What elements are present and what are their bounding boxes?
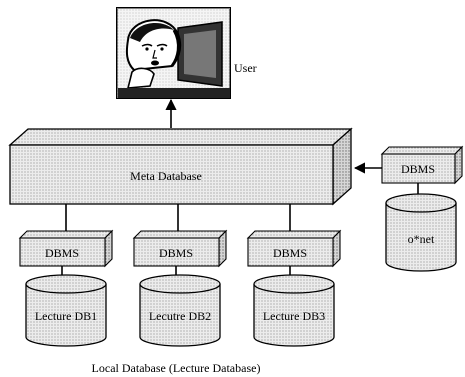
dbms-1-label: DBMS (45, 246, 79, 260)
dbms-2-label: DBMS (159, 246, 193, 260)
user-portrait-icon (116, 7, 231, 99)
meta-database-label: Meta Database (130, 169, 202, 183)
dbms-box-1: DBMS (18, 229, 114, 268)
lecture-db3-cylinder: Lecture DB3 (253, 274, 335, 347)
meta-database-node: Meta Database (8, 127, 353, 206)
dbms-box-3: DBMS (246, 229, 342, 268)
onet-label: o*net (408, 232, 435, 246)
dbms-box-2: DBMS (132, 229, 228, 268)
user-label: User (234, 61, 257, 75)
onet-cylinder: o*net (385, 193, 457, 272)
remote-dbms-label: DBMS (401, 162, 435, 176)
remote-dbms-box: DBMS (380, 145, 464, 185)
diagram-caption: Local Database (Lecture Database) (92, 361, 261, 375)
lecture-db2-label: Lecutre DB2 (149, 309, 211, 323)
dbms-3-label: DBMS (273, 246, 307, 260)
lecture-db3-label: Lecture DB3 (263, 309, 325, 323)
lecture-db2-cylinder: Lecutre DB2 (139, 274, 221, 347)
lecture-db1-label: Lecture DB1 (35, 309, 97, 323)
lecture-db1-cylinder: Lecture DB1 (25, 274, 107, 347)
user-node: User (116, 7, 257, 99)
